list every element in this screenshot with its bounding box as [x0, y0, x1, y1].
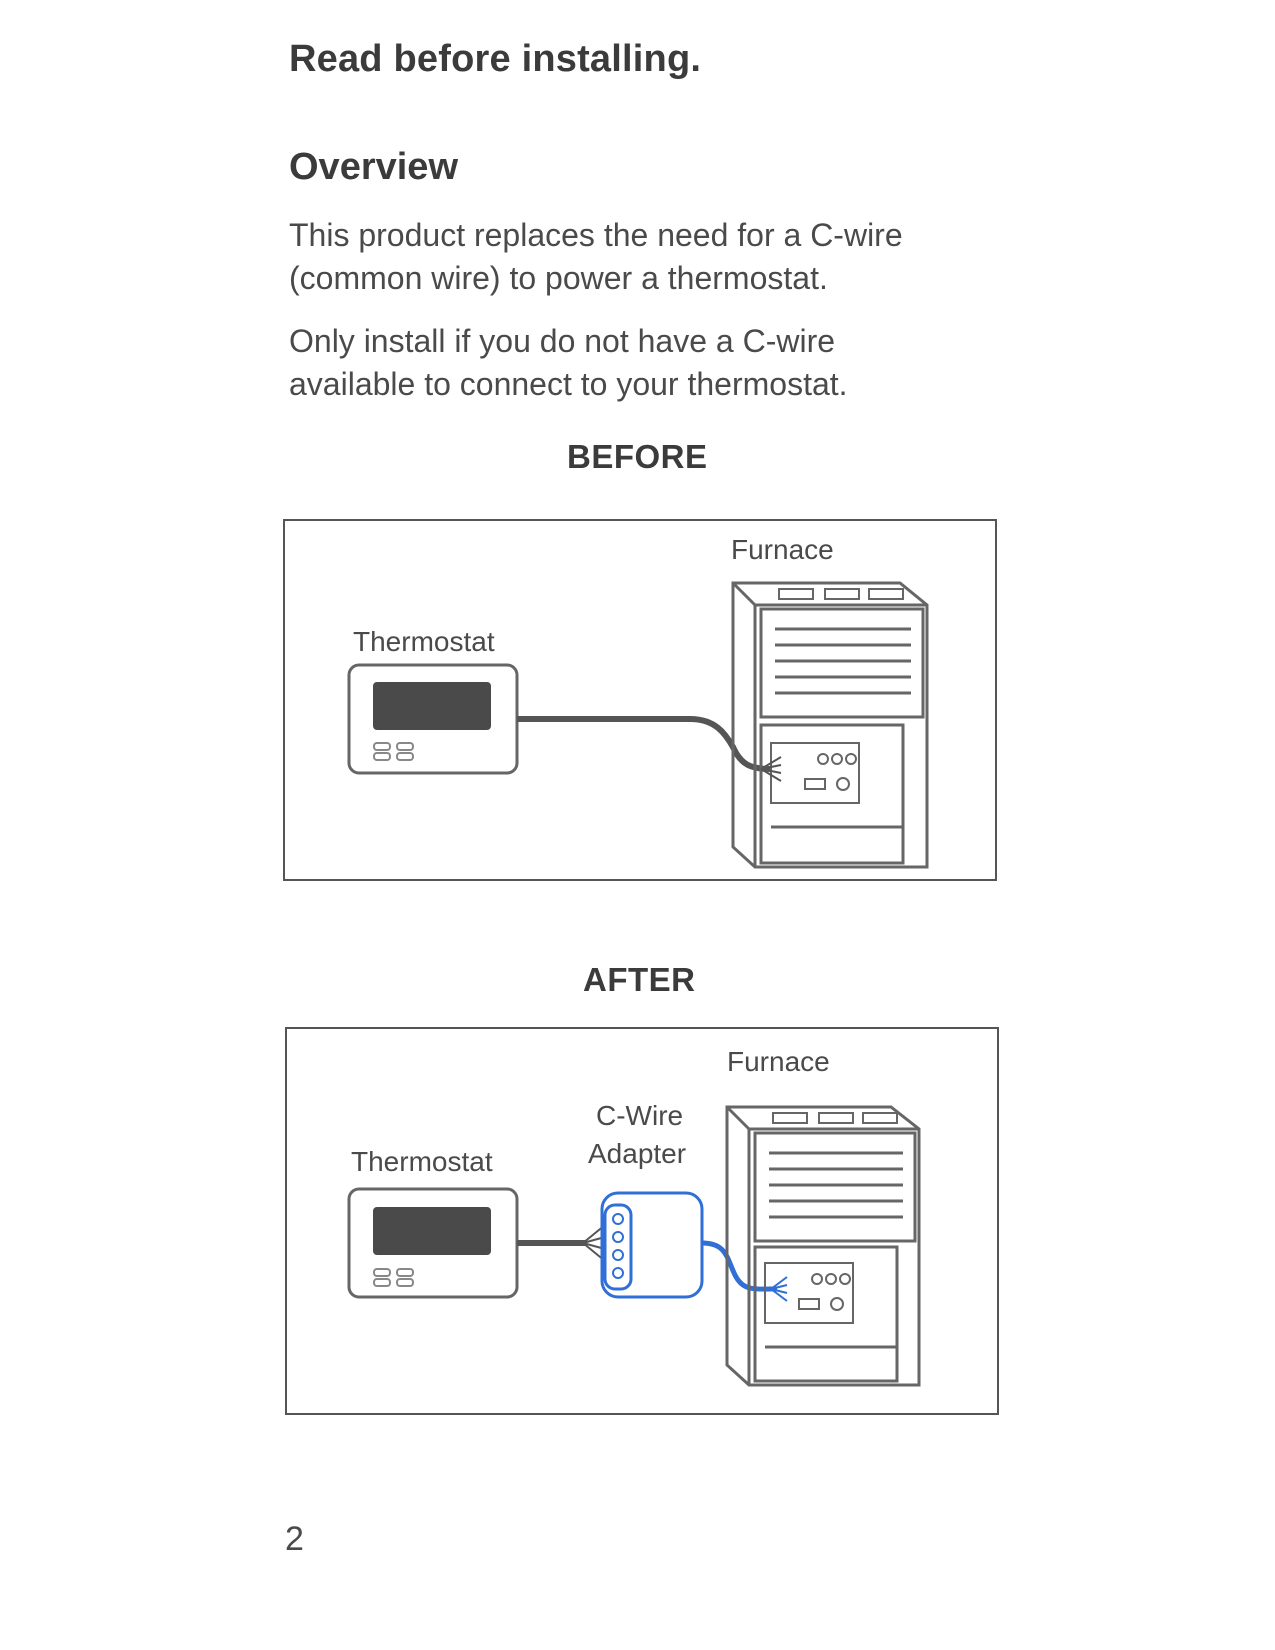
before-diagram-illustration: Furnace Thermostat [347, 534, 929, 869]
after-adapter-wire [701, 1240, 778, 1292]
after-furnace-icon [725, 1105, 921, 1387]
page-number: 2 [285, 1520, 304, 1558]
overview-paragraph-1: This product replaces the need for a C-w… [289, 214, 1009, 300]
before-furnace-icon [731, 581, 929, 869]
before-furnace-label: Furnace [731, 534, 834, 565]
before-diagram: Furnace Thermostat [283, 519, 997, 881]
after-adapter-label-line-1: C-Wire [596, 1100, 683, 1131]
after-thermostat-icon [347, 1187, 519, 1299]
overview-paragraph-2-line-1: Only install if you do not have a C-wire [289, 323, 836, 359]
after-diagram-label: AFTER [583, 961, 696, 998]
overview-paragraph-1-line-2: (common wire) to power a thermostat. [289, 260, 828, 296]
overview-heading: Overview [289, 146, 458, 188]
c-wire-adapter-icon [600, 1191, 704, 1299]
overview-paragraph-2-line-2: available to connect to your thermostat. [289, 366, 848, 402]
before-diagram-label: BEFORE [567, 438, 708, 475]
after-furnace-label: Furnace [727, 1046, 830, 1077]
after-diagram-illustration: Furnace C-Wire Adapter Thermostat [347, 1046, 921, 1387]
after-furnace-wire-fan [770, 1276, 788, 1302]
before-thermostat-icon [347, 663, 519, 775]
overview-paragraph-1-line-1: This product replaces the need for a C-w… [289, 217, 903, 253]
after-adapter-label-line-2: Adapter [588, 1138, 686, 1169]
after-thermostat-label: Thermostat [351, 1146, 493, 1177]
after-diagram: Furnace C-Wire Adapter Thermostat [285, 1027, 999, 1415]
page-title: Read before installing. [289, 38, 702, 80]
before-furnace-wire-fan [760, 756, 782, 782]
overview-paragraph-2: Only install if you do not have a C-wire… [289, 320, 1009, 406]
before-thermostat-label: Thermostat [353, 626, 495, 657]
